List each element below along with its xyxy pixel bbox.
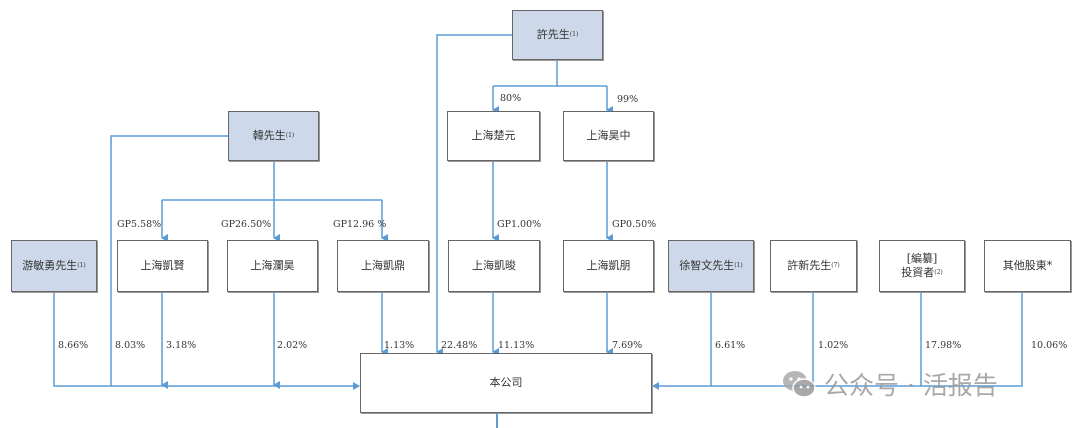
node-chuyuan: 上海楚元 <box>447 111 540 161</box>
node-kaijun: 上海凱晙 <box>448 240 540 292</box>
node-company: 本公司 <box>360 353 652 413</box>
wechat-icon <box>783 371 816 398</box>
node-you: 游敏勇先生(1) <box>11 240 97 292</box>
pct-label: 6.61% <box>715 340 746 351</box>
node-label: 其他股東* <box>1002 259 1053 272</box>
node-lanhao: 上海瀾昊 <box>227 240 318 292</box>
node-kaipeng: 上海凱朋 <box>563 240 654 292</box>
pct-label: 80% <box>500 93 522 104</box>
node-label: 徐智文先生 <box>679 259 735 272</box>
watermark: 公众号 · 活报告 <box>782 366 998 402</box>
pct-label: GP26.50% <box>221 219 272 230</box>
pct-label: 22.48% <box>441 340 478 351</box>
node-label: 許新先生 <box>787 259 832 272</box>
node-label: 上海昊中 <box>586 129 631 142</box>
footnote: (7) <box>831 262 840 269</box>
footnote: (1) <box>285 132 295 139</box>
footnote: (2) <box>934 269 943 276</box>
pct-label: 3.18% <box>166 340 197 351</box>
node-label: 本公司 <box>489 376 523 389</box>
node-label: 投資者 <box>901 266 935 279</box>
pct-label: GP12.96 % <box>333 219 387 230</box>
node-label: 上海凱朋 <box>586 259 631 272</box>
node-label-line2: 投資者(2) <box>901 266 943 280</box>
node-label: 上海凱鼎 <box>361 259 405 272</box>
node-investors: [編纂]投資者(2) <box>879 240 965 292</box>
pct-label: 1.02% <box>818 340 849 351</box>
footnote: (1) <box>734 262 743 269</box>
pct-label: GP0.50% <box>612 219 657 230</box>
node-xuxin: 許新先生(7) <box>770 240 857 292</box>
node-label: 游敏勇先生 <box>22 259 78 272</box>
node-label: 韓先生 <box>252 129 286 142</box>
node-haozhong: 上海昊中 <box>563 111 654 161</box>
node-label: 許先生 <box>536 28 570 41</box>
node-label: [編纂] <box>906 252 938 265</box>
pct-label: 2.02% <box>277 340 308 351</box>
pct-label: 99% <box>617 94 639 105</box>
node-han: 韓先生(1) <box>228 111 319 161</box>
pct-label: 1.13% <box>384 340 415 351</box>
pct-label: 8.66% <box>58 340 89 351</box>
pct-label: GP1.00% <box>497 219 542 230</box>
node-label: 上海瀾昊 <box>250 259 295 272</box>
pct-label: GP5.58% <box>117 219 162 230</box>
node-kaiding: 上海凱鼎 <box>337 240 429 292</box>
pct-label: 11.13% <box>498 340 535 351</box>
footnote: (1) <box>569 31 579 38</box>
pct-label: 17.98% <box>925 340 962 351</box>
pct-label: 8.03% <box>115 340 146 351</box>
node-label: 上海凱賢 <box>140 259 185 272</box>
node-label: 上海楚元 <box>471 129 516 142</box>
node-xuzhiwen: 徐智文先生(1) <box>668 240 754 292</box>
node-kaixian: 上海凱賢 <box>117 240 208 292</box>
watermark-text: 公众号 · 活报告 <box>824 371 998 400</box>
pct-label: 7.69% <box>612 340 643 351</box>
node-xu: 許先生(1) <box>512 10 603 60</box>
node-label: 上海凱晙 <box>472 259 516 272</box>
pct-label: 10.06% <box>1031 340 1068 351</box>
node-others: 其他股東* <box>984 240 1071 292</box>
footnote: (1) <box>77 262 86 269</box>
